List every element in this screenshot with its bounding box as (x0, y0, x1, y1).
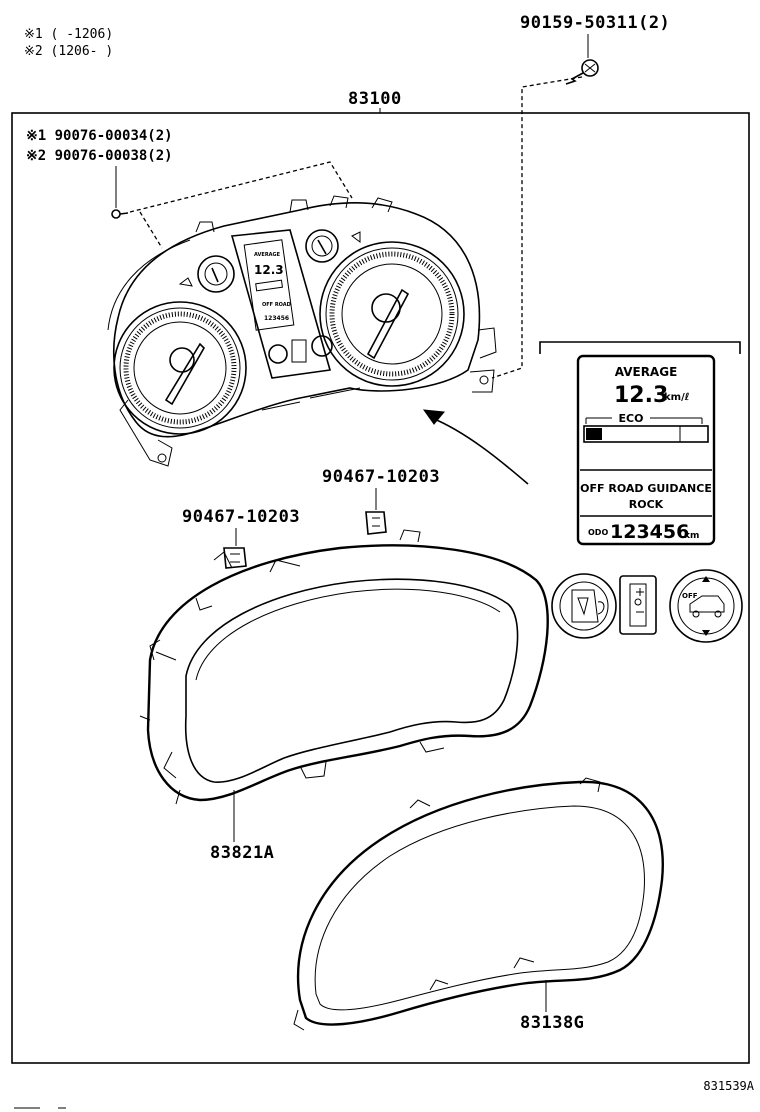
off-road-switch-icon: OFF (669, 569, 743, 643)
label-screw-top[interactable]: 90159-50311(2) (520, 13, 670, 33)
assembly-frame (11, 112, 750, 1064)
odo-unit: km (684, 531, 699, 541)
screw-top-dash (491, 76, 583, 379)
detail-arrow (431, 417, 529, 485)
mode-line-1: OFF ROAD GUIDANCE (580, 482, 712, 495)
clip-left-icon (223, 547, 247, 569)
svg-text:AVERAGE: AVERAGE (254, 252, 281, 258)
label-glass[interactable]: 83138G (520, 1013, 584, 1033)
consumption-value: 12.3 (614, 383, 668, 408)
speed-selector-icon (619, 575, 657, 635)
svg-text:123456: 123456 (264, 315, 289, 322)
label-screw-note-2[interactable]: ※2 90076-00038(2) (26, 148, 173, 164)
eco-bar (583, 425, 709, 443)
svg-text:OFF ROAD: OFF ROAD (262, 302, 291, 308)
eco-label: ECO (619, 412, 644, 425)
note-2: ※2 (1206- ) (24, 44, 113, 59)
label-assembly[interactable]: 83100 (348, 89, 402, 109)
clip-right-icon (365, 511, 387, 535)
label-clip-right[interactable]: 90467-10203 (322, 467, 440, 487)
consumption-unit: km/ℓ (664, 392, 690, 403)
eco-bar-fill (586, 428, 602, 440)
screw-left-icon (111, 209, 129, 219)
svg-text:OFF: OFF (682, 592, 698, 600)
display-detail: AVERAGE 12.3 km/ℓ ECO OFF ROAD GUIDANCE … (576, 354, 716, 546)
label-screw-note-1[interactable]: ※1 90076-00034(2) (26, 128, 173, 144)
screw-top-icon (565, 59, 599, 85)
odo-value: 123456 (610, 521, 689, 543)
crawl-switch-icon (551, 573, 617, 639)
meter-case-icon (139, 529, 549, 805)
average-label: AVERAGE (615, 365, 678, 379)
svg-text:12.3: 12.3 (254, 263, 284, 277)
figure-code: 831539A (703, 1079, 754, 1093)
detail-bracket (539, 341, 741, 354)
label-clip-left[interactable]: 90467-10203 (182, 507, 300, 527)
odo-label: ODO (588, 528, 608, 537)
meter-glass-icon (293, 777, 664, 1031)
note-1: ※1 ( -1206) (24, 27, 113, 42)
screw-left-dash (129, 161, 353, 249)
mode-line-2: ROCK (629, 498, 664, 511)
combination-meter-icon: AVERAGE 12.3 OFF ROAD 123456 (107, 195, 497, 467)
label-case[interactable]: 83821A (210, 843, 274, 863)
